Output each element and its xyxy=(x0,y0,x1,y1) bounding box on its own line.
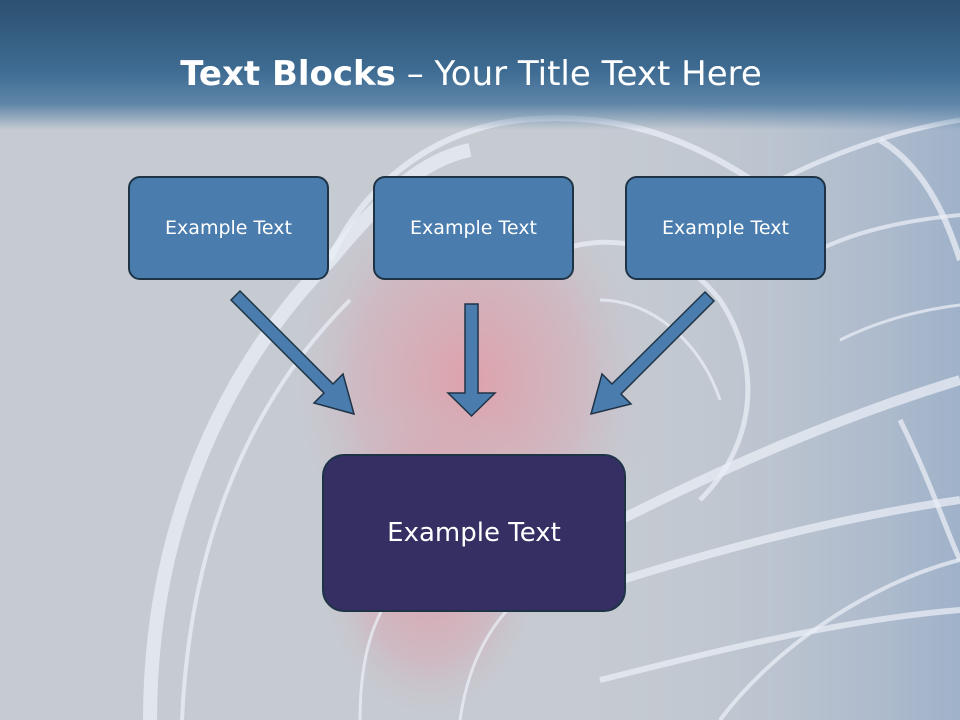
arrow-down-left xyxy=(589,290,716,416)
arrow-down-right xyxy=(229,289,356,416)
text-block-2-label: Example Text xyxy=(410,217,537,239)
text-block-2[interactable]: Example Text xyxy=(373,176,574,280)
target-text-block-label: Example Text xyxy=(387,518,561,548)
text-block-1-label: Example Text xyxy=(165,217,292,239)
target-text-block[interactable]: Example Text xyxy=(322,454,626,612)
arrow-down xyxy=(446,303,497,418)
text-block-3[interactable]: Example Text xyxy=(625,176,826,280)
title-band xyxy=(0,0,960,130)
text-block-1[interactable]: Example Text xyxy=(128,176,329,280)
title-dash: – xyxy=(406,54,424,94)
text-block-3-label: Example Text xyxy=(662,217,789,239)
slide-title: Text Blocks – Your Title Text Here xyxy=(0,52,942,96)
title-bold-part: Text Blocks xyxy=(180,54,396,94)
title-rest: Your Title Text Here xyxy=(434,54,762,94)
